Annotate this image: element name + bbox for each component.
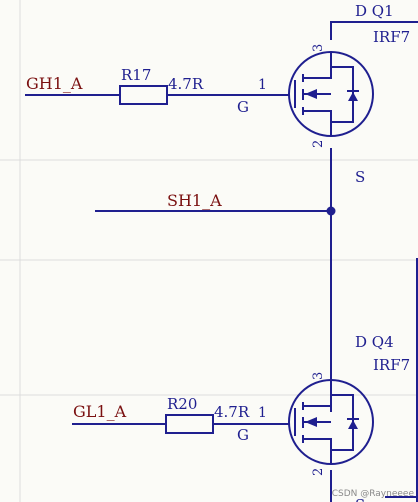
q1-drain-pin: 3 [311, 44, 326, 52]
q1-gate-pin: 1 [258, 77, 267, 93]
wires [25, 21, 418, 502]
gl1-net-label: GL1_A [73, 402, 127, 421]
q1-source-label: S [355, 168, 365, 186]
q4-part-number: IRF7 [373, 356, 410, 374]
watermark: CSDN @Rayneeee [331, 489, 414, 499]
q4-designator: D Q4 [355, 333, 394, 351]
r17-value: 4.7R [168, 75, 204, 93]
sh1-net-label: SH1_A [167, 191, 222, 210]
q1-part-number: IRF7 [373, 28, 410, 46]
q4-body-arrow [305, 417, 317, 427]
q4-source-pin: 2 [311, 468, 326, 476]
mosfet-q4 [288, 379, 374, 465]
q1-source-pin: 2 [311, 140, 326, 148]
resistor-r17 [119, 85, 168, 105]
junction-dot [326, 206, 336, 216]
top-drain-wire [330, 21, 418, 40]
r17-ref: R17 [121, 66, 151, 84]
q4-gate-label: G [237, 426, 249, 444]
r20-value: 4.7R [214, 403, 250, 421]
gh1-net-label: GH1_A [26, 74, 83, 93]
resistor-r20 [165, 414, 214, 434]
q1-designator: D Q1 [355, 2, 394, 20]
q4-source-label: S [355, 496, 365, 502]
r20-ref: R20 [167, 395, 197, 413]
q1-body-arrow [305, 89, 317, 99]
q4-drain-pin: 3 [311, 372, 326, 380]
q1-gate-label: G [237, 98, 249, 116]
mosfet-q1 [288, 51, 374, 137]
q4-diode [348, 420, 358, 429]
q4-gate-pin: 1 [258, 405, 267, 421]
q1-diode [348, 92, 358, 101]
